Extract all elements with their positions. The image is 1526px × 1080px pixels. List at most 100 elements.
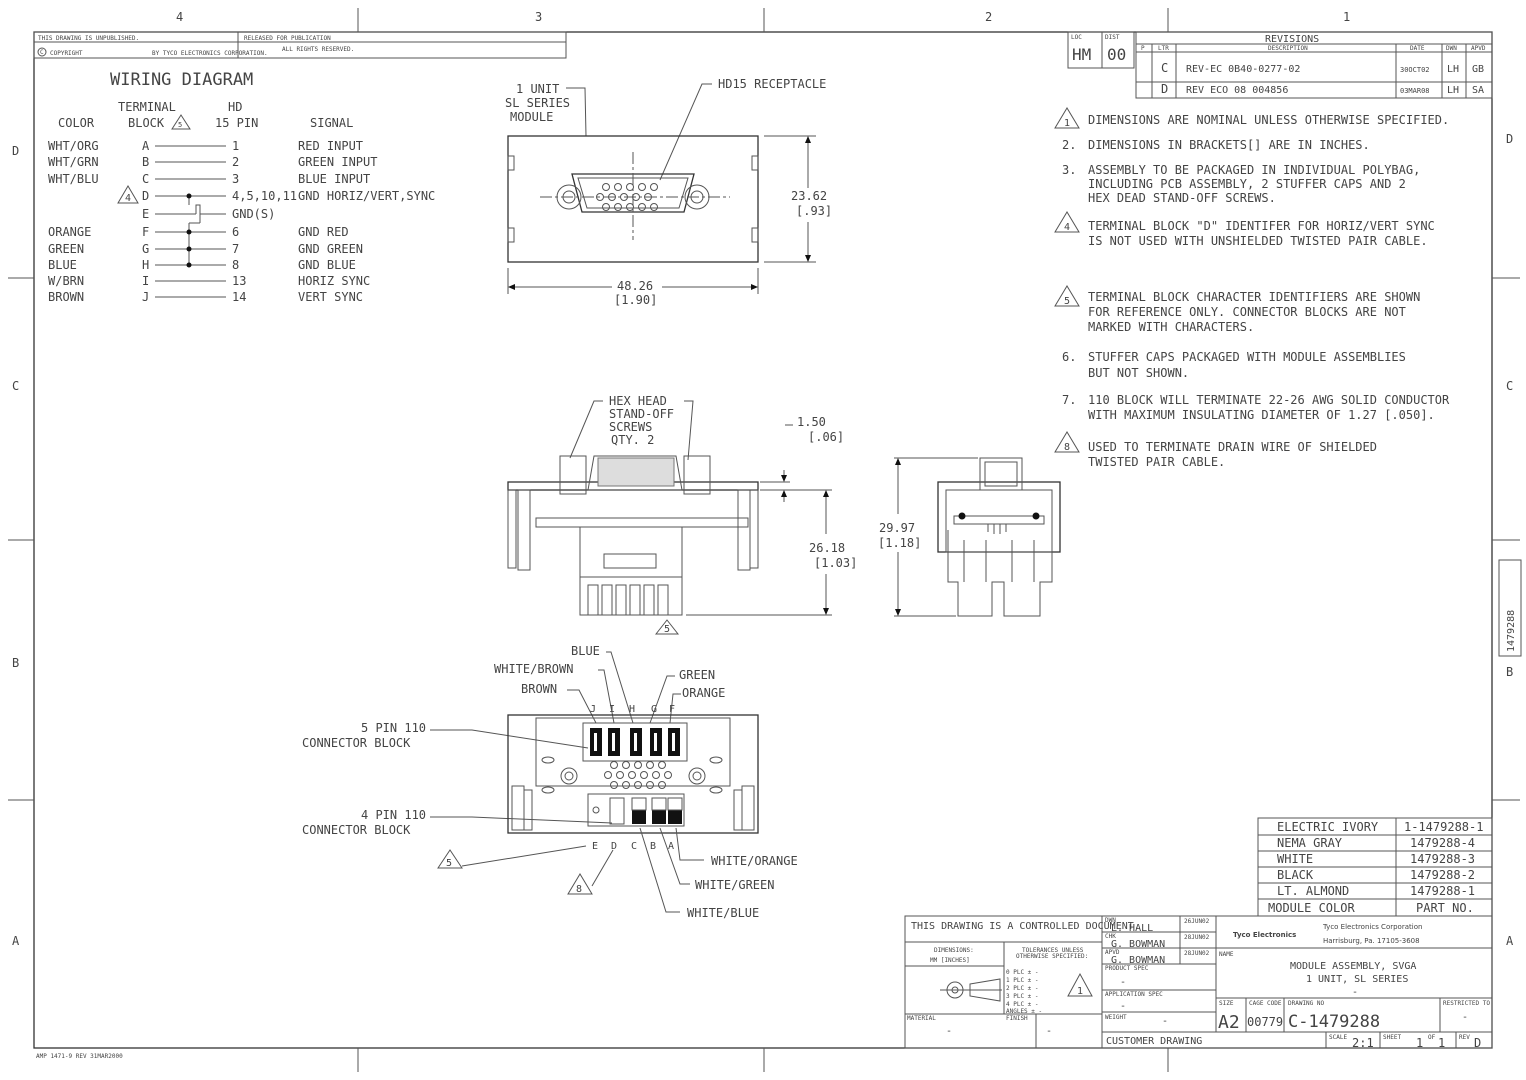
by-text: BY TYCO ELECTRONICS CORPORATION. [152,50,268,57]
svg-text:DWN: DWN [1105,917,1116,924]
note-flag-icon [171,114,191,130]
projection-symbol-icon [940,978,1002,1002]
svg-text:GB: GB [1472,64,1484,75]
dim-depth-in: [1.03] [814,556,857,570]
svg-text:LOC: LOC [1071,34,1082,41]
svg-text:5: 5 [446,858,452,869]
zone-label: C [12,379,19,393]
svg-text:E: E [592,841,598,852]
svg-text:Harrisburg, Pa. 17105-3608: Harrisburg, Pa. 17105-3608 [1323,937,1420,945]
svg-text:APPLICATION SPEC: APPLICATION SPEC [1105,991,1163,998]
note-flag-icon [1054,107,1080,129]
svg-text:SA: SA [1472,85,1484,96]
svg-text:1479288-3: 1479288-3 [1410,852,1475,866]
svg-text:D: D [1474,1036,1481,1050]
svg-text:MODULE COLOR: MODULE COLOR [1268,901,1355,915]
svg-text:5: 5 [178,121,182,129]
svg-text:MODULE ASSEMBLY, SVGA: MODULE ASSEMBLY, SVGA [1290,961,1416,972]
dim-thickness-mm: 1.50 [797,415,826,429]
svg-text:NAME: NAME [1219,951,1234,958]
svg-text:BLOCK: BLOCK [128,116,165,130]
zone-label: A [12,934,20,948]
note-flag-icon [1054,285,1080,307]
svg-text:F: F [142,225,149,239]
svg-text:DATE: DATE [1410,45,1425,52]
svg-text:WHT/ORG: WHT/ORG [48,139,99,153]
footer-form-number: AMP 1471-9 REV 31MAR2000 [36,1053,123,1060]
svg-text:1-1479288-1: 1-1479288-1 [1404,820,1483,834]
svg-text:WHT/GRN: WHT/GRN [48,155,99,169]
svg-text:P: P [1141,45,1145,52]
svg-text:APVD: APVD [1471,45,1486,52]
svg-text:G. BOWMAN: G. BOWMAN [1111,955,1165,966]
svg-text:THIS DRAWING IS A CONTROLLED D: THIS DRAWING IS A CONTROLLED DOCUMENT. [911,921,1140,932]
svg-text:0 PLC ± -: 0 PLC ± - [1006,969,1039,976]
svg-text:8: 8 [232,258,239,272]
svg-text:FOR REFERENCE ONLY. CONNECTOR: FOR REFERENCE ONLY. CONNECTOR BLOCKS ARE… [1088,305,1406,319]
svg-text:13: 13 [232,274,246,288]
svg-text:HEX HEAD: HEX HEAD [609,394,667,408]
zone-label: A [1506,934,1514,948]
svg-text:ANGLES ± -: ANGLES ± - [1006,1008,1042,1015]
svg-text:USED TO TERMINATE DRAIN WIRE O: USED TO TERMINATE DRAIN WIRE OF SHIELDED [1088,440,1377,454]
svg-text:GREEN: GREEN [679,668,715,682]
zone-label: 2 [985,10,992,24]
svg-text:STUFFER CAPS PACKAGED WITH MOD: STUFFER CAPS PACKAGED WITH MODULE ASSEMB… [1088,350,1406,364]
svg-text:APVD: APVD [1105,949,1120,956]
dim-thickness-in: [.06] [808,430,844,444]
side-part-number: 1479288 [1506,610,1517,652]
svg-text:C: C [40,49,44,56]
svg-text:TERMINAL BLOCK CHARACTER IDENT: TERMINAL BLOCK CHARACTER IDENTIFIERS ARE… [1088,290,1420,304]
svg-text:4: 4 [125,193,131,204]
svg-text:OF: OF [1428,1034,1436,1041]
svg-text:-: - [1046,1026,1052,1037]
svg-text:PRODUCT SPEC: PRODUCT SPEC [1105,965,1149,972]
svg-text:C: C [631,841,637,852]
svg-text:F: F [669,704,675,715]
svg-text:CHK: CHK [1105,933,1116,940]
zone-labels-left: D C B A [12,144,20,948]
svg-text:1: 1 [1438,1036,1445,1050]
svg-text:-: - [946,1026,952,1037]
dim-overall-mm: 29.97 [879,521,915,535]
svg-text:D: D [142,189,149,203]
svg-text:A: A [142,139,150,153]
svg-text:1 UNIT: 1 UNIT [516,82,559,96]
svg-text:SL SERIES: SL SERIES [505,96,570,110]
svg-text:REV: REV [1459,1034,1470,1041]
svg-text:CUSTOMER DRAWING: CUSTOMER DRAWING [1106,1036,1202,1047]
svg-text:SCREWS: SCREWS [609,420,652,434]
svg-text:HD: HD [228,100,242,114]
svg-text:5: 5 [1064,296,1070,307]
svg-text:BLACK: BLACK [1277,868,1314,882]
svg-text:2: 2 [232,155,239,169]
svg-text:WHITE/GREEN: WHITE/GREEN [695,878,774,892]
svg-text:HEX DEAD STAND-OFF SCREWS.: HEX DEAD STAND-OFF SCREWS. [1088,191,1276,205]
zone-label: 4 [176,10,183,24]
svg-text:TERMINAL: TERMINAL [118,100,176,114]
svg-text:28JUN02: 28JUN02 [1184,934,1210,941]
front-view: 1 UNIT SL SERIES MODULE HD15 RECEPTACLE … [505,77,832,307]
svg-text:STAND-OFF: STAND-OFF [609,407,674,421]
svg-text:RESTRICTED TO: RESTRICTED TO [1443,1000,1490,1007]
note-flag-icon [567,873,593,895]
svg-text:4 PIN 110: 4 PIN 110 [361,808,426,822]
svg-text:7.: 7. [1062,393,1076,407]
copyright-text: COPYRIGHT [50,50,83,57]
svg-text:1: 1 [1077,986,1083,997]
svg-text:GREEN INPUT: GREEN INPUT [298,155,377,169]
svg-text:B: B [142,155,149,169]
svg-text:2:1: 2:1 [1352,1036,1374,1050]
svg-text:-: - [1352,987,1358,998]
svg-text:E: E [142,207,149,221]
rear-view: BLUE WHITE/BROWN BROWN GREEN ORANGE 5 PI… [302,644,798,920]
svg-text:00779: 00779 [1247,1015,1283,1029]
svg-text:TWISTED PAIR CABLE.: TWISTED PAIR CABLE. [1088,455,1225,469]
svg-text:MM [INCHES]: MM [INCHES] [930,957,970,964]
note-flag-icon [1067,972,1093,997]
svg-text:C: C [142,172,149,186]
svg-text:BLUE: BLUE [48,258,77,272]
zone-label: D [12,144,19,158]
svg-text:ELECTRIC IVORY: ELECTRIC IVORY [1277,820,1379,834]
svg-text:-: - [1462,1012,1468,1023]
